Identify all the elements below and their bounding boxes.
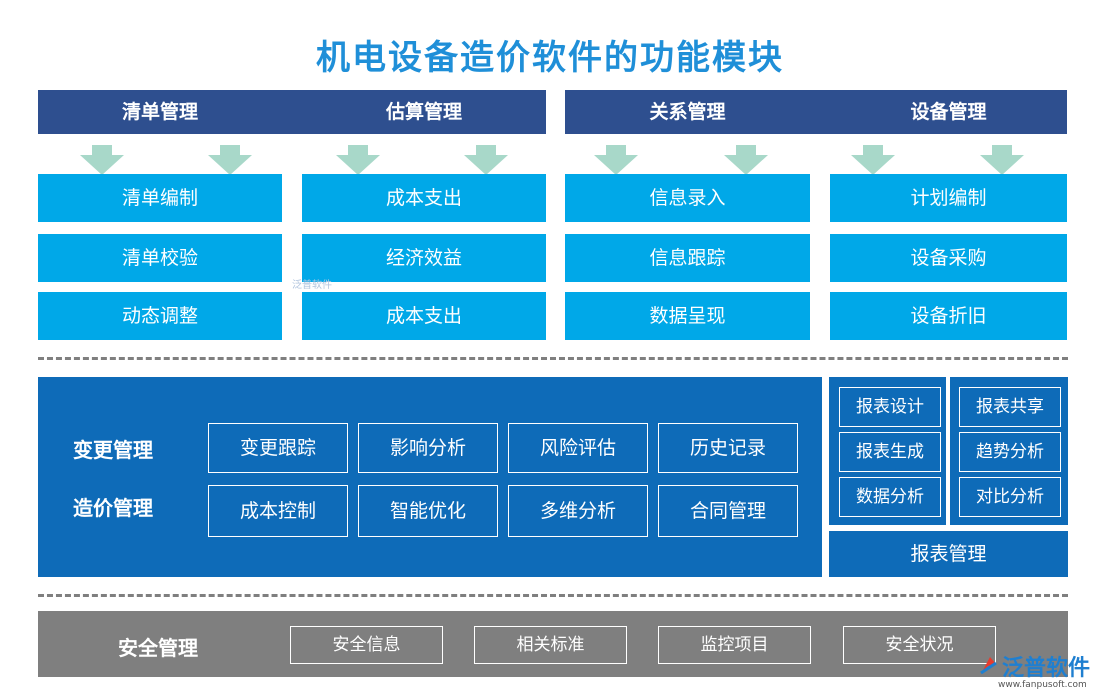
report-panel-left xyxy=(829,377,946,525)
brand-logo: 泛普软件 www.fanpusoft.com xyxy=(978,650,1098,696)
down-arrow-icon xyxy=(464,145,508,175)
label-anquan-guanli: 安全管理 xyxy=(118,636,198,660)
box-duowei-fenxi[interactable]: 多维分析 xyxy=(508,485,648,537)
cell-qingdan-bianzhi[interactable]: 清单编制 xyxy=(38,174,282,222)
box-lishi-jilu[interactable]: 历史记录 xyxy=(658,423,798,473)
btn-duibi-fenxi[interactable]: 对比分析 xyxy=(959,477,1061,517)
btn-anquan-xinxi[interactable]: 安全信息 xyxy=(290,626,443,664)
cell-shebei-zhejiu[interactable]: 设备折旧 xyxy=(830,292,1067,340)
cell-xinxi-luru[interactable]: 信息录入 xyxy=(565,174,810,222)
cell-qingdan-jiaoyan[interactable]: 清单校验 xyxy=(38,234,282,282)
btn-baobiao-sheji[interactable]: 报表设计 xyxy=(839,387,941,427)
cell-xinxi-genzong[interactable]: 信息跟踪 xyxy=(565,234,810,282)
box-fengxian-pinggu[interactable]: 风险评估 xyxy=(508,423,648,473)
cell-jingji-xiaoyi[interactable]: 经济效益 xyxy=(302,234,546,282)
down-arrow-icon xyxy=(336,145,380,175)
down-arrow-icon xyxy=(208,145,252,175)
cell-chengben-zhichu[interactable]: 成本支出 xyxy=(302,174,546,222)
header-shebei: 设备管理 xyxy=(910,101,987,123)
down-arrow-icon xyxy=(594,145,638,175)
label-baobiao-guanli: 报表管理 xyxy=(910,543,987,565)
brand-url: www.fanpusoft.com xyxy=(998,680,1087,690)
cell-jihua-bianzhi[interactable]: 计划编制 xyxy=(830,174,1067,222)
box-yingxiang-fenxi[interactable]: 影响分析 xyxy=(358,423,498,473)
header-gusuan: 估算管理 xyxy=(385,101,462,123)
btn-baobiao-gongxiang[interactable]: 报表共享 xyxy=(959,387,1061,427)
security-bar: 安全管理 安全信息 相关标准 监控项目 安全状况 xyxy=(38,611,1068,677)
brand-name: 泛普软件 xyxy=(1002,656,1091,681)
btn-baobiao-shengcheng[interactable]: 报表生成 xyxy=(839,432,941,472)
header-bar-left: 清单管理 估算管理 xyxy=(38,90,546,134)
cell-shuju-chengxian[interactable]: 数据呈现 xyxy=(565,292,810,340)
btn-xiangguan-biaozhun[interactable]: 相关标准 xyxy=(474,626,627,664)
header-qingdan: 清单管理 xyxy=(121,101,198,123)
btn-qushi-fenxi[interactable]: 趋势分析 xyxy=(959,432,1061,472)
btn-jiankong-xiangmu[interactable]: 监控项目 xyxy=(658,626,811,664)
separator-dashed xyxy=(38,357,1068,360)
cell-shebei-caigou[interactable]: 设备采购 xyxy=(830,234,1067,282)
separator-dashed xyxy=(38,594,1068,597)
down-arrow-icon xyxy=(80,145,124,175)
label-biangeng: 变更管理 xyxy=(73,438,153,462)
report-panel-bottom xyxy=(829,531,1068,577)
box-hetong-guanli[interactable]: 合同管理 xyxy=(658,485,798,537)
box-zhineng-youhua[interactable]: 智能优化 xyxy=(358,485,498,537)
box-biangeng-genzong[interactable]: 变更跟踪 xyxy=(208,423,348,473)
logo-icon xyxy=(980,657,997,675)
down-arrow-icon xyxy=(851,145,895,175)
btn-anquan-zhuangkuang[interactable]: 安全状况 xyxy=(843,626,996,664)
header-bar-right: 关系管理 设备管理 xyxy=(565,90,1067,134)
btn-shuju-fenxi[interactable]: 数据分析 xyxy=(839,477,941,517)
page-title: 机电设备造价软件的功能模块 xyxy=(316,38,784,78)
down-arrow-icon xyxy=(724,145,768,175)
cell-chengben-zhichu-2[interactable]: 成本支出 xyxy=(302,292,546,340)
cell-dongtai-tiaozheng[interactable]: 动态调整 xyxy=(38,292,282,340)
watermark: 泛普软件 xyxy=(292,280,332,291)
down-arrow-icon xyxy=(980,145,1024,175)
label-zaojia: 造价管理 xyxy=(73,496,153,520)
box-chengben-kongzhi[interactable]: 成本控制 xyxy=(208,485,348,537)
report-panel-right xyxy=(950,377,1068,525)
middle-panel: 变更管理 造价管理 变更跟踪 影响分析 风险评估 历史记录 成本控制 智能优化 … xyxy=(38,377,822,577)
header-guanxi: 关系管理 xyxy=(649,101,726,123)
